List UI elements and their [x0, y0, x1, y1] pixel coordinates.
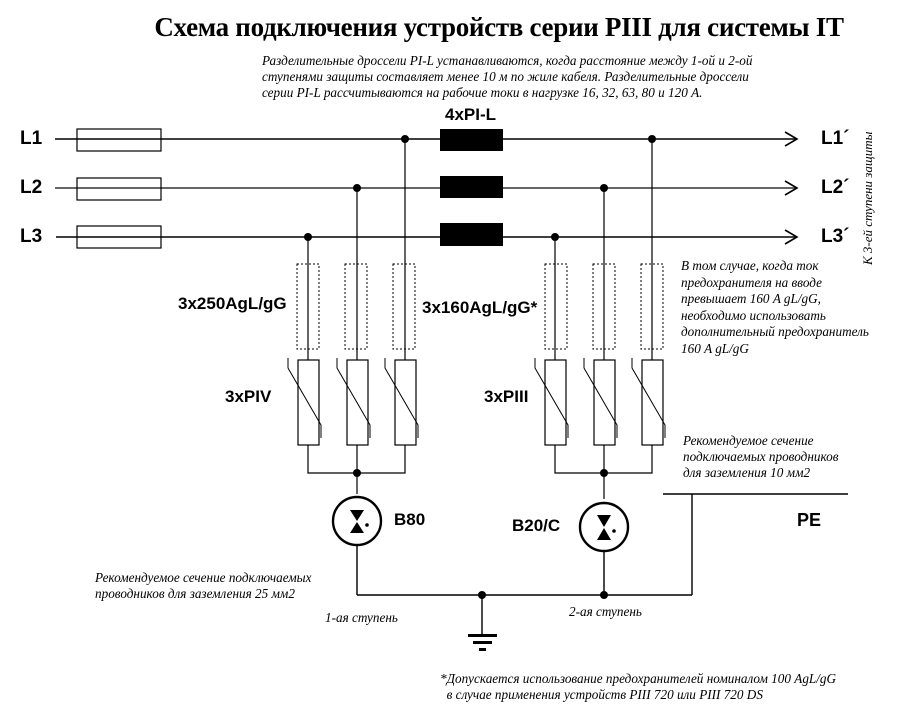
spark-gap-b80 [331, 495, 383, 547]
junction-dot [600, 591, 608, 599]
note-section-10: Рекомендуемое сечение подключаемых прово… [683, 433, 839, 480]
junction-dots [304, 135, 656, 241]
label-stage1: 1-ая ступень [325, 610, 398, 625]
choke-l1 [440, 129, 503, 151]
label-stage2: 2-ая ступень [569, 604, 642, 619]
choke-l2 [440, 176, 503, 198]
phase-line-l3 [56, 229, 799, 245]
label-fuses-stage1: 3x250AgL/gG [178, 294, 287, 313]
input-fuse-l2 [76, 177, 162, 201]
input-fuse-l3 [76, 225, 162, 249]
input-fuse-l1 [76, 128, 162, 152]
label-gap-stage2: B20/C [512, 516, 561, 535]
junction-dot [353, 469, 361, 477]
note-input-fuse: В том случае, когда ток предохранителя н… [681, 258, 869, 356]
junction-dot [478, 591, 486, 599]
note-chokes: Разделительные дроссели PI-L устанавлива… [262, 53, 753, 100]
footnote: *Допускается использование предохранител… [440, 671, 837, 702]
phase-line-l2 [55, 180, 799, 196]
label-l1: L1 [20, 128, 43, 149]
label-spd-stage2: 3xPIII [484, 387, 529, 406]
optional-fuses [296, 263, 664, 350]
label-l3-out: L3´ [821, 226, 850, 247]
spark-gap-b20c [578, 501, 630, 553]
label-chokes: 4xPI-L [445, 105, 497, 124]
junction-dot [600, 469, 608, 477]
stage2-branches [554, 139, 653, 360]
label-gap-stage1: B80 [394, 510, 426, 529]
label-pe: PE [797, 510, 822, 530]
note-section-25: Рекомендуемое сечение подключаемых прово… [95, 570, 312, 601]
choke-l3 [440, 223, 503, 246]
ground-icon [468, 634, 497, 651]
label-l1-out: L1´ [821, 128, 850, 149]
label-spd-stage1: 3xPIV [225, 387, 272, 406]
spd-stage1 [287, 357, 419, 446]
spd-stage2 [534, 357, 666, 446]
stage1-branches [307, 139, 406, 360]
page-title: Схема подключения устройств серии PIII д… [154, 12, 844, 42]
label-l2: L2 [20, 177, 43, 198]
label-l2-out: L2´ [821, 177, 850, 198]
earth-bus [356, 493, 848, 634]
label-l3: L3 [20, 226, 43, 247]
phase-line-l1 [55, 131, 799, 147]
note-third-stage: К 3-ей ступени защиты [860, 131, 875, 265]
label-fuses-stage2: 3x160AgL/gG* [422, 298, 538, 317]
